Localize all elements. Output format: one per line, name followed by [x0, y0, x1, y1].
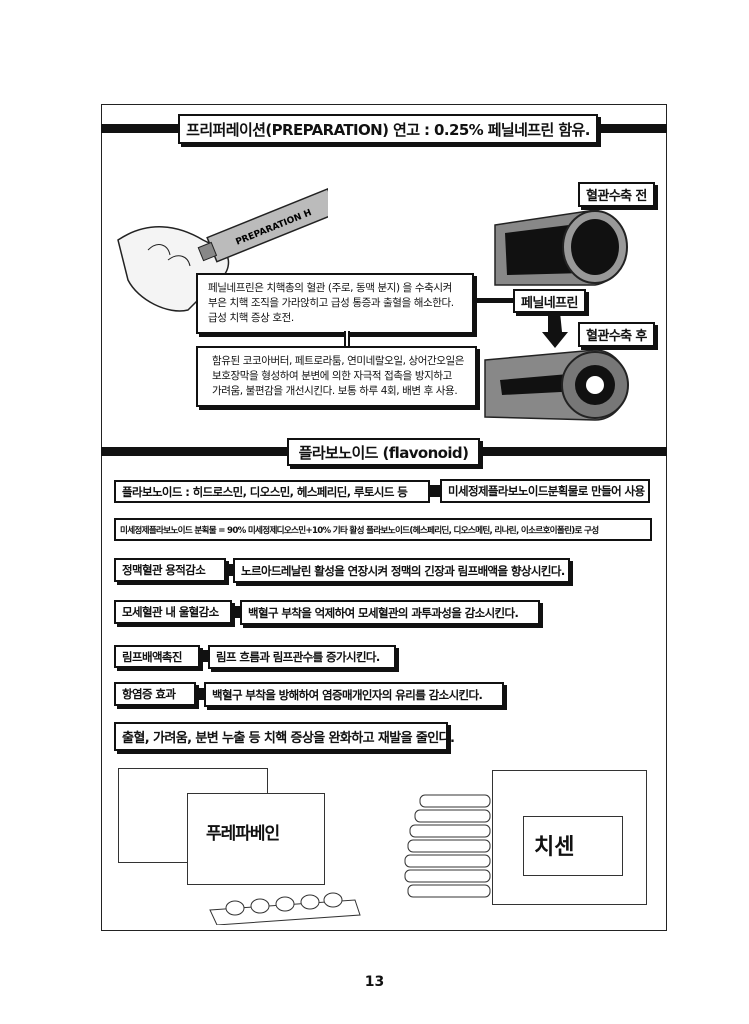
- phenylephrine-description: 페닐네프린은 치핵총의 혈관 (주로, 동맥 분지) 을 수축시켜 부은 치핵 …: [196, 273, 474, 334]
- connector: [344, 331, 350, 347]
- text-line: 함유된 코코아버터, 페트로라툼, 연미네랄오일, 상어간오일은: [212, 355, 465, 367]
- blister-stack-illustration: [404, 794, 491, 898]
- connector: [200, 650, 209, 662]
- vessel-after-icon: [484, 349, 629, 421]
- arrow-down-icon: [542, 312, 568, 348]
- effect-description: 림프 흐름과 림프관수를 증가시킨다.: [208, 645, 396, 669]
- flavonoid-composition: 미세정제플라보노이드 분획물 = 90% 미세정제디오스민+10% 기타 활성 …: [114, 518, 652, 541]
- connector: [226, 564, 234, 576]
- section1-title: 프리퍼레이션(PREPARATION) 연고 : 0.25% 페닐네프린 함유.: [178, 114, 598, 144]
- page-number: 13: [364, 974, 385, 990]
- effect-label: 정맥혈관 용적감소: [114, 558, 226, 582]
- blister-pack-illustration: [209, 892, 361, 925]
- product-box-purepavein: 푸레파베인: [187, 793, 325, 885]
- text-line: 가려움, 불편감을 개선시킨다. 보통 하루 4회, 배변 후 사용.: [212, 385, 458, 397]
- section2-title: 플라보노이드 (flavonoid): [287, 438, 480, 466]
- connector: [196, 688, 205, 700]
- connector: [232, 606, 241, 618]
- product-logo: 치센: [523, 816, 623, 876]
- effect-description: 백혈구 부착을 방해하여 염증매개인자의 유리를 감소시킨다.: [204, 682, 504, 707]
- summary: 출혈, 가려움, 분변 누출 등 치핵 증상을 완화하고 재발을 줄인다.: [114, 722, 455, 751]
- label-phenylephrine: 페닐네프린: [513, 289, 586, 313]
- ingredients-description: 함유된 코코아버터, 페트로라툼, 연미네랄오일, 상어간오일은 보호장막을 형…: [196, 346, 477, 407]
- text-line: 급성 치핵 증상 호전.: [208, 312, 294, 324]
- label-before-constriction: 혈관수축 전: [578, 182, 655, 207]
- text-line: 부은 치핵 조직을 가라앉히고 급성 통증과 출혈을 해소한다.: [208, 297, 454, 309]
- effect-label: 림프배액촉진: [114, 645, 200, 668]
- text-line: 페닐네프린은 치핵총의 혈관 (주로, 동맥 분지) 을 수축시켜: [208, 282, 452, 294]
- connector: [430, 485, 440, 497]
- label-after-constriction: 혈관수축 후: [578, 322, 655, 347]
- connector: [474, 298, 514, 303]
- effect-description: 노르아드레날린 활성을 연장시켜 정맥의 긴장과 림프배액을 향상시킨다.: [233, 558, 570, 583]
- flavonoid-usage: 미세정제플라보노이드분획물로 만들어 사용: [440, 479, 650, 503]
- page-frame: [101, 104, 667, 931]
- product-box-chisen: 치센: [492, 770, 647, 905]
- effect-description: 백혈구 부착을 억제하여 모세혈관의 과투과성을 감소시킨다.: [240, 600, 540, 625]
- product-logo: 푸레파베인: [206, 824, 280, 844]
- vessel-before-icon: [494, 209, 628, 286]
- text-line: 보호장막을 형성하여 분변에 의한 자극적 접촉을 방지하고: [212, 370, 452, 382]
- effect-label: 항염증 효과: [114, 682, 196, 706]
- flavonoid-types: 플라보노이드 : 히드로스민, 디오스민, 헤스페리딘, 루토시드 등: [114, 480, 430, 503]
- effect-label: 모세혈관 내 울혈감소: [114, 600, 232, 624]
